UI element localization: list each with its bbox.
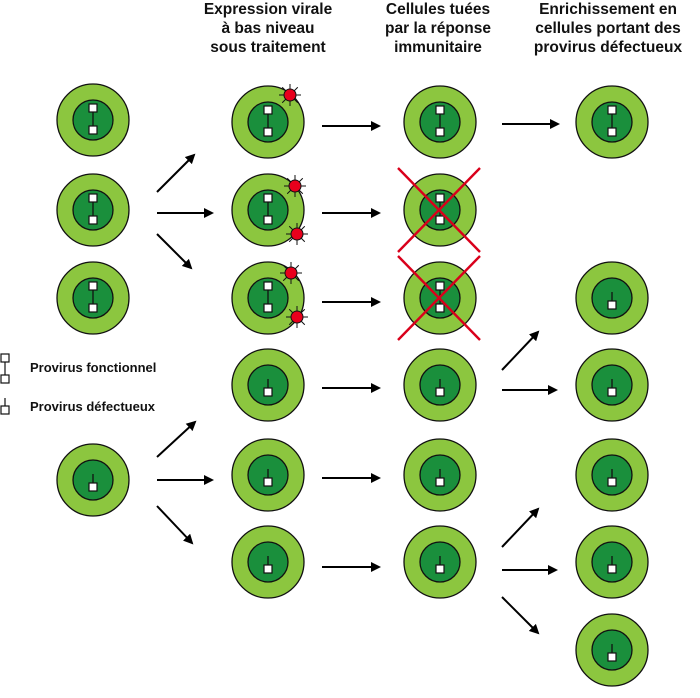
cell-defective [575, 613, 649, 687]
provirus-box [607, 387, 617, 397]
legend-functional-label: Provirus fonctionnel [30, 360, 157, 375]
cell-defective [575, 261, 649, 335]
provirus-box [88, 482, 98, 492]
arrow [156, 505, 194, 545]
provirus-box [435, 105, 445, 115]
virion-icon [279, 84, 301, 106]
provirus-box [263, 477, 273, 487]
provirus-box [88, 193, 98, 203]
heading-line: immunitaire [394, 39, 482, 56]
virion-body [283, 88, 297, 102]
kill-cross-line [397, 255, 481, 341]
cell-defective [403, 348, 477, 422]
provirus-box [435, 193, 445, 203]
cell-functional [231, 261, 308, 335]
provirus-box [435, 215, 445, 225]
cell-functional [397, 255, 481, 341]
cell-functional [575, 85, 649, 159]
virion-icon [280, 262, 302, 284]
cell-functional [56, 173, 130, 247]
cell-defective [231, 525, 305, 599]
provirus-box [263, 193, 273, 203]
heading-line: cellules portant des [535, 20, 681, 37]
cell-defective [403, 525, 477, 599]
arrow [501, 330, 540, 371]
provirus-box [263, 127, 273, 137]
cell-defective [575, 525, 649, 599]
provirus-box [88, 125, 98, 135]
legend-box [0, 405, 10, 415]
provirus-box [88, 215, 98, 225]
heading-line: Cellules tuées [385, 1, 491, 18]
provirus-box [435, 387, 445, 397]
cell-defective [575, 348, 649, 422]
provirus-box [607, 652, 617, 662]
legend-defective-label: Provirus défectueux [30, 399, 155, 414]
provirus-box [263, 105, 273, 115]
provirus-box [88, 103, 98, 113]
heading-column-3: Cellules tuées par la réponse immunitair… [358, 0, 518, 57]
virion-icon [286, 223, 308, 245]
provirus-box [88, 303, 98, 313]
cell-defective [403, 438, 477, 512]
virion-body [288, 179, 302, 193]
provirus-box [435, 477, 445, 487]
cell-functional [403, 85, 477, 159]
virion-body [284, 266, 298, 280]
cell-functional [231, 84, 305, 159]
provirus-box [88, 281, 98, 291]
provirus-box [607, 564, 617, 574]
arrow [156, 153, 196, 193]
provirus-box [263, 303, 273, 313]
heading-line: Enrichissement en [539, 1, 677, 18]
heading-line: par la réponse [385, 20, 491, 37]
provirus-box [435, 281, 445, 291]
provirus-box [607, 105, 617, 115]
heading-line: sous traitement [210, 39, 326, 56]
virion-body [290, 310, 304, 324]
virion-body [290, 227, 304, 241]
legend-functional-icon [0, 353, 10, 384]
arrow [156, 420, 197, 458]
arrow [501, 507, 540, 548]
heading-line: Expression virale [203, 1, 333, 18]
heading-line: à bas niveau [221, 20, 315, 37]
provirus-box [435, 564, 445, 574]
heading-column-2: Expression virale à bas niveau sous trai… [178, 0, 358, 57]
provirus-box [607, 127, 617, 137]
arrow [156, 233, 193, 270]
cell-functional [397, 167, 481, 253]
legend-box [0, 353, 10, 363]
provirus-box [263, 215, 273, 225]
cell-functional [231, 173, 308, 247]
provirus-box [435, 303, 445, 313]
cell-defective [231, 438, 305, 512]
provirus-box [435, 127, 445, 137]
legend-defective-icon [0, 398, 10, 415]
provirus-box [607, 300, 617, 310]
arrow [501, 596, 540, 635]
cell-defective [231, 348, 305, 422]
legend-box [0, 374, 10, 384]
cell-defective [575, 438, 649, 512]
provirus-box [263, 281, 273, 291]
virion-icon [284, 175, 306, 197]
provirus-box [263, 564, 273, 574]
heading-line: provirus défectueux [533, 39, 683, 56]
kill-cross-line [397, 167, 481, 253]
cell-functional [56, 261, 130, 335]
provirus-box [607, 477, 617, 487]
virion-icon [286, 306, 308, 328]
cell-functional [56, 83, 130, 157]
heading-column-4: Enrichissement en cellules portant des p… [518, 0, 698, 57]
cell-defective [56, 443, 130, 517]
provirus-box [263, 387, 273, 397]
